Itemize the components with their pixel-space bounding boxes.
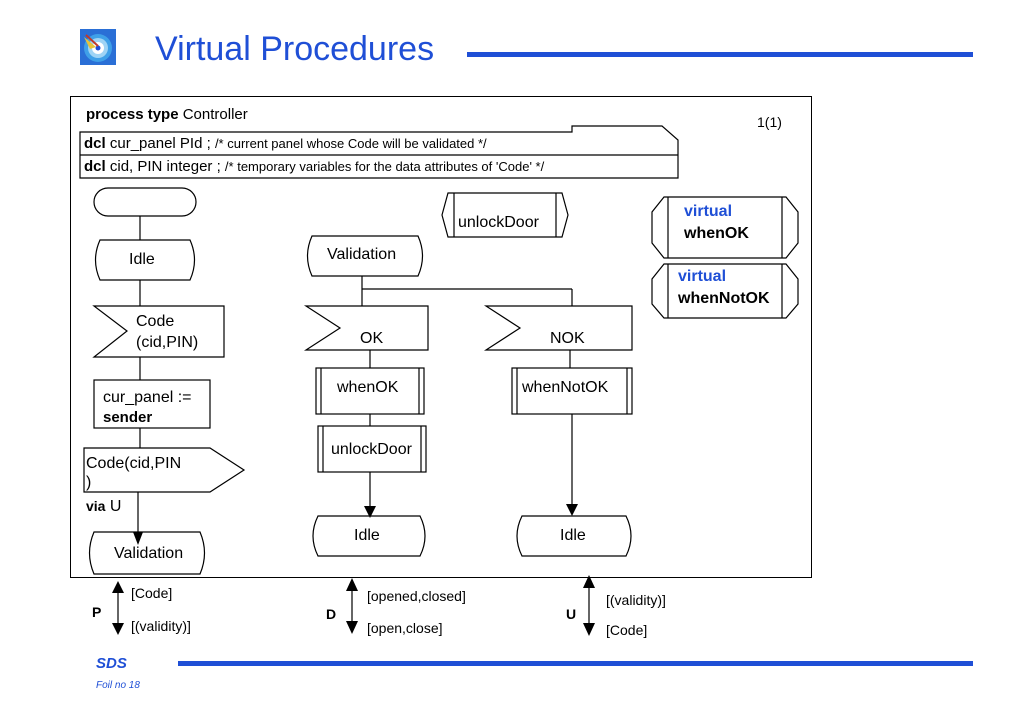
arrow-to-validation xyxy=(133,532,143,545)
process-name: Controller xyxy=(182,106,248,123)
task-cur-panel xyxy=(93,379,211,429)
state-idle-2 xyxy=(312,515,426,557)
procedure-def-whenok xyxy=(651,196,799,259)
channel-u-in: [(validity)] xyxy=(606,592,666,608)
output-label-2: ) xyxy=(86,474,92,491)
target-icon xyxy=(80,29,116,65)
dcl-keyword: dcl xyxy=(84,135,106,152)
virtual-keyword-2: virtual xyxy=(678,268,727,285)
state-validation-label: Validation xyxy=(327,246,397,263)
dcl-keyword: dcl xyxy=(84,158,106,175)
channel-p-in: [Code] xyxy=(131,585,173,601)
output-label-1: Code(cid,PIN xyxy=(86,455,182,472)
channel-u-out: [Code] xyxy=(606,622,648,638)
footer-foil-number: Foil no 18 xyxy=(96,680,140,691)
via-clause: via U xyxy=(86,498,121,516)
page-number: 1(1) xyxy=(757,114,782,130)
process-header: process type Controller xyxy=(86,106,248,123)
dcl1-comment: /* current panel whose Code will be vali… xyxy=(214,136,487,151)
input-ok-label: OK xyxy=(360,330,384,347)
task-label-1: cur_panel := xyxy=(103,389,192,406)
channel-d-name: D xyxy=(326,606,337,622)
declaration-box xyxy=(79,125,679,179)
task-label-2: sender xyxy=(103,409,153,426)
logo-icon xyxy=(80,29,116,65)
input-code-label-2: (cid,PIN) xyxy=(136,334,199,351)
state-validation-2 xyxy=(306,235,424,277)
procedure-def-whennotok xyxy=(651,263,799,319)
channel-d-in: [opened,closed] xyxy=(367,588,466,604)
virtual-whennotok-name: whenNotOK xyxy=(678,290,770,307)
start-symbol xyxy=(93,187,197,217)
process-type-keyword: process type xyxy=(86,106,179,123)
input-nok-label: NOK xyxy=(550,330,585,347)
channel-p-out: [(validity)] xyxy=(131,618,191,634)
process-frame xyxy=(70,96,812,578)
procedure-ref-unlockdoor xyxy=(441,192,569,238)
input-nok xyxy=(483,305,633,351)
call-whenok-label: whenOK xyxy=(337,379,399,396)
arrow-to-idle-2 xyxy=(364,506,376,518)
virtual-keyword-1: virtual xyxy=(684,203,733,220)
slide-title: Virtual Procedures xyxy=(155,30,435,68)
state-idle-3 xyxy=(516,515,632,557)
output-code xyxy=(83,447,246,493)
declaration-line-2: dcl cid, PIN integer ; /* temporary vari… xyxy=(84,158,544,175)
channel-u-name: U xyxy=(566,606,577,622)
virtual-whenok-name: whenOK xyxy=(684,225,749,242)
channel-d-out: [open,close] xyxy=(367,620,443,636)
state-idle-1-label: Idle xyxy=(129,251,155,268)
input-code xyxy=(92,305,225,358)
call-whennotok-label: whenNotOK xyxy=(522,379,609,396)
footer-brand: SDS xyxy=(96,655,127,672)
input-code-label-1: Code xyxy=(136,313,175,330)
via-keyword: via xyxy=(86,498,106,514)
call-unlockdoor xyxy=(317,425,427,473)
input-ok xyxy=(303,305,429,351)
dcl2-text: cid, PIN integer ; xyxy=(109,158,221,175)
state-idle-1 xyxy=(94,239,196,281)
call-unlockdoor-label: unlockDoor xyxy=(331,441,412,458)
declaration-line-1: dcl cur_panel PId ; /* current panel who… xyxy=(84,135,487,152)
nextstate-idle-3-label: Idle xyxy=(560,527,586,544)
arrow-to-idle-3 xyxy=(566,504,578,516)
nextstate-idle-2-label: Idle xyxy=(354,527,380,544)
channel-p-name: P xyxy=(92,604,102,620)
footer-rule xyxy=(178,661,973,666)
nextstate-validation-label: Validation xyxy=(114,545,184,562)
state-validation-1 xyxy=(88,531,206,575)
dcl1-text: cur_panel PId ; xyxy=(109,135,211,152)
procedure-ref-label: unlockDoor xyxy=(458,214,539,231)
dcl2-comment: /* temporary variables for the data attr… xyxy=(224,159,545,174)
title-rule xyxy=(467,52,973,57)
via-channel: U xyxy=(109,498,122,515)
